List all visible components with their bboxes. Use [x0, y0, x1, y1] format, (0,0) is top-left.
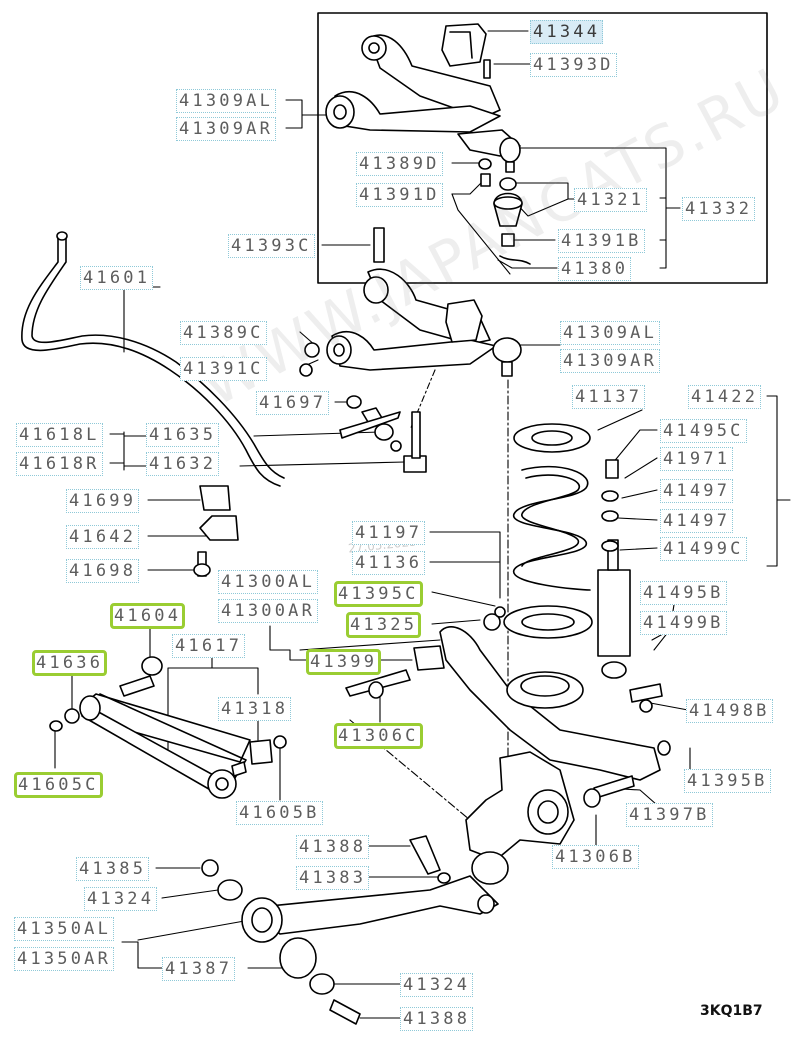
part-label-41309ar-mid[interactable]: 41309AR — [560, 349, 661, 373]
part-label-41497b[interactable]: 41497 — [660, 509, 734, 533]
part-label-41699[interactable]: 41699 — [66, 489, 140, 513]
part-label-41324-top[interactable]: 41324 — [84, 887, 158, 911]
part-label-41498b[interactable]: 41498B — [686, 699, 773, 723]
part-label-41395b[interactable]: 41395B — [684, 769, 771, 793]
part-label-41636[interactable]: 41636 — [32, 650, 108, 676]
part-label-41605b[interactable]: 41605B — [236, 801, 323, 825]
part-label-41499b[interactable]: 41499B — [640, 611, 727, 635]
part-label-41389c[interactable]: 41389C — [180, 321, 267, 345]
upper-arm-inset — [325, 23, 531, 265]
part-label-41971[interactable]: 41971 — [660, 447, 734, 471]
part-label-41383[interactable]: 41383 — [296, 866, 370, 890]
part-label-41137[interactable]: 41137 — [572, 385, 646, 409]
part-label-41309al-mid[interactable]: 41309AL — [560, 321, 661, 345]
lower-arm — [345, 626, 671, 808]
part-label-41306c[interactable]: 41306C — [334, 723, 423, 749]
part-label-41499c[interactable]: 41499C — [660, 537, 747, 561]
part-label-41350al[interactable]: 41350AL — [14, 917, 115, 941]
part-label-41399[interactable]: 41399 — [306, 649, 382, 675]
part-label-41321[interactable]: 41321 — [574, 188, 648, 212]
part-label-41391c[interactable]: 41391C — [180, 357, 267, 381]
part-label-41344[interactable]: 41344 — [530, 20, 604, 44]
part-label-41605c[interactable]: 41605C — [14, 772, 103, 798]
part-label-41318[interactable]: 41318 — [218, 697, 292, 721]
part-label-41197[interactable]: 41197 — [352, 521, 426, 545]
part-label-41604[interactable]: 41604 — [110, 603, 186, 629]
part-label-41380[interactable]: 41380 — [558, 257, 632, 281]
part-label-41309al-top[interactable]: 41309AL — [176, 89, 277, 113]
spring-shock — [483, 423, 631, 679]
part-label-41495b[interactable]: 41495B — [640, 581, 727, 605]
trailing-arm — [201, 859, 499, 1025]
part-label-41387[interactable]: 41387 — [162, 957, 236, 981]
part-label-41618l[interactable]: 41618L — [16, 423, 103, 447]
part-label-41601[interactable]: 41601 — [80, 266, 154, 290]
part-label-41393d[interactable]: 41393D — [530, 53, 617, 77]
knuckle — [409, 751, 575, 885]
stabilizer-link — [339, 407, 427, 473]
part-label-41393c[interactable]: 41393C — [228, 234, 315, 258]
part-label-41309ar-top[interactable]: 41309AR — [176, 117, 277, 141]
part-label-41495c[interactable]: 41495C — [660, 419, 747, 443]
part-label-41306b[interactable]: 41306B — [552, 845, 639, 869]
part-label-41632[interactable]: 41632 — [146, 452, 220, 476]
part-label-41391b[interactable]: 41391B — [558, 229, 645, 253]
part-label-41617[interactable]: 41617 — [172, 634, 246, 658]
part-label-41697[interactable]: 41697 — [256, 391, 330, 415]
inset-frame — [317, 12, 768, 284]
part-label-41389d[interactable]: 41389D — [356, 152, 443, 176]
part-label-41388-mid[interactable]: 41388 — [296, 835, 370, 859]
part-label-41350ar[interactable]: 41350AR — [14, 947, 115, 971]
upper-arm-main — [299, 227, 522, 409]
part-label-41397b[interactable]: 41397B — [626, 803, 713, 827]
part-label-41324-bot[interactable]: 41324 — [400, 973, 474, 997]
part-label-41300ar[interactable]: 41300AR — [218, 599, 319, 623]
lateral-rod — [49, 656, 287, 799]
part-label-41388-bot[interactable]: 41388 — [400, 1007, 474, 1031]
part-label-41300al[interactable]: 41300AL — [218, 570, 319, 594]
stabilizer-bar — [21, 231, 285, 577]
part-label-41642[interactable]: 41642 — [66, 525, 140, 549]
part-label-41422[interactable]: 41422 — [688, 385, 762, 409]
part-label-41618r[interactable]: 41618R — [16, 452, 103, 476]
part-label-41332[interactable]: 41332 — [682, 197, 756, 221]
part-label-41136[interactable]: 41136 — [352, 551, 426, 575]
part-label-41395c[interactable]: 41395C — [334, 581, 423, 607]
diagram-code: 3KQ1B7 — [700, 1003, 763, 1019]
part-label-41497a[interactable]: 41497 — [660, 479, 734, 503]
part-label-41391d[interactable]: 41391D — [356, 183, 443, 207]
leader-lines — [54, 30, 791, 1019]
part-label-41325[interactable]: 41325 — [346, 612, 422, 638]
part-label-41385[interactable]: 41385 — [76, 857, 150, 881]
part-label-41698[interactable]: 41698 — [66, 559, 140, 583]
part-label-41635[interactable]: 41635 — [146, 423, 220, 447]
